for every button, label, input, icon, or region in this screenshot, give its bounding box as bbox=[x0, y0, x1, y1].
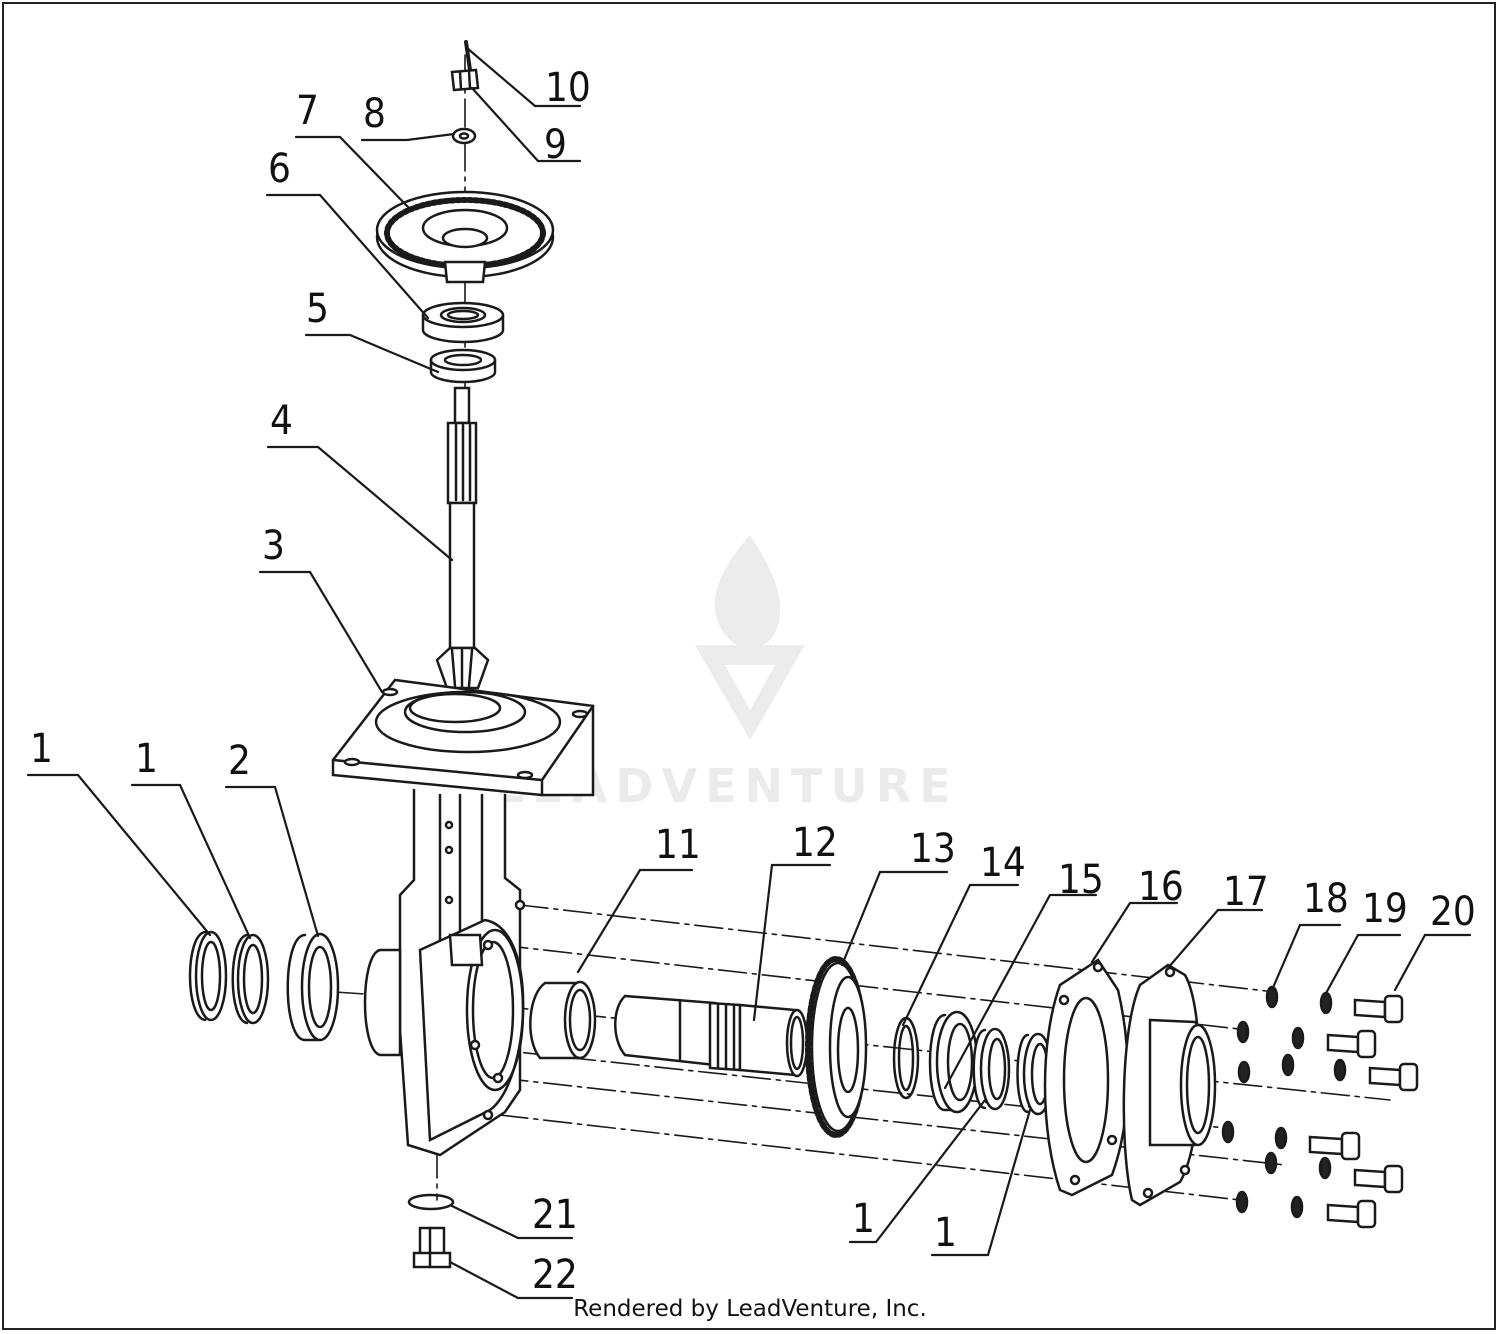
oil-seal-part-1-left-b bbox=[231, 933, 270, 1025]
oil-seal-part-1-left-a bbox=[188, 930, 228, 1022]
bolts-part-20 bbox=[1308, 994, 1419, 1229]
callout-22: 22 bbox=[532, 1252, 578, 1298]
callout-16: 16 bbox=[1138, 864, 1184, 910]
callout-20: 20 bbox=[1430, 889, 1476, 935]
castle-nut-part-9 bbox=[450, 68, 480, 92]
gasket-part-16 bbox=[1043, 958, 1130, 1197]
callout-8: 8 bbox=[363, 91, 386, 137]
callout-3: 3 bbox=[262, 523, 285, 569]
bevel-gear-part-7 bbox=[375, 190, 555, 284]
callout-4: 4 bbox=[270, 398, 293, 444]
rendered-by-footer: Rendered by LeadVenture, Inc. bbox=[573, 1296, 927, 1322]
callout-11: 11 bbox=[655, 822, 701, 868]
o-ring-part-21 bbox=[407, 1193, 455, 1211]
callout-6: 6 bbox=[268, 146, 291, 192]
callout-5: 5 bbox=[306, 286, 329, 332]
callout-18: 18 bbox=[1303, 876, 1349, 922]
cotter-pin-part-10 bbox=[464, 40, 472, 72]
callout-numbers: 1 1 2 3 4 5 6 7 8 9 10 11 12 13 14 15 16… bbox=[30, 65, 1476, 1298]
bearing-part-15 bbox=[928, 1010, 979, 1114]
oil-seal-part-1-right-a bbox=[972, 1027, 1011, 1111]
callout-9: 9 bbox=[544, 122, 567, 168]
callout-7: 7 bbox=[296, 88, 319, 134]
callout-1-seal-right-a: 1 bbox=[852, 1196, 875, 1242]
bushing-part-11 bbox=[529, 980, 597, 1060]
washer-part-8 bbox=[451, 127, 477, 145]
oil-seal-part-2 bbox=[286, 932, 340, 1042]
callout-1-seal-left-b: 1 bbox=[135, 736, 158, 782]
bearing-part-6 bbox=[421, 301, 505, 344]
output-shaft-part-12 bbox=[614, 994, 809, 1078]
callout-15: 15 bbox=[1058, 857, 1104, 903]
spur-gear-part-13 bbox=[805, 956, 868, 1138]
pinion-shaft-part-4 bbox=[435, 386, 490, 690]
callout-12: 12 bbox=[792, 820, 838, 866]
gearbox-housing-part-3 bbox=[331, 678, 595, 1157]
bearing-part-5 bbox=[429, 348, 497, 384]
callout-17: 17 bbox=[1223, 869, 1269, 915]
callout-13: 13 bbox=[910, 826, 956, 872]
snap-ring-part-14 bbox=[892, 1016, 920, 1100]
drain-plug-part-22 bbox=[412, 1226, 452, 1269]
callout-21: 21 bbox=[532, 1192, 578, 1238]
leader-lines bbox=[26, 46, 1472, 1300]
flat-washers-part-19 bbox=[1274, 991, 1347, 1219]
callout-14: 14 bbox=[980, 840, 1026, 886]
end-cover-part-17 bbox=[1122, 963, 1217, 1207]
callout-1-seal-right-b: 1 bbox=[934, 1210, 957, 1256]
callout-1-seal-left-a: 1 bbox=[30, 726, 53, 772]
spring-washers-part-18 bbox=[1221, 985, 1279, 1214]
callout-10: 10 bbox=[545, 65, 591, 111]
callout-19: 19 bbox=[1362, 886, 1408, 932]
callout-2: 2 bbox=[228, 738, 251, 784]
